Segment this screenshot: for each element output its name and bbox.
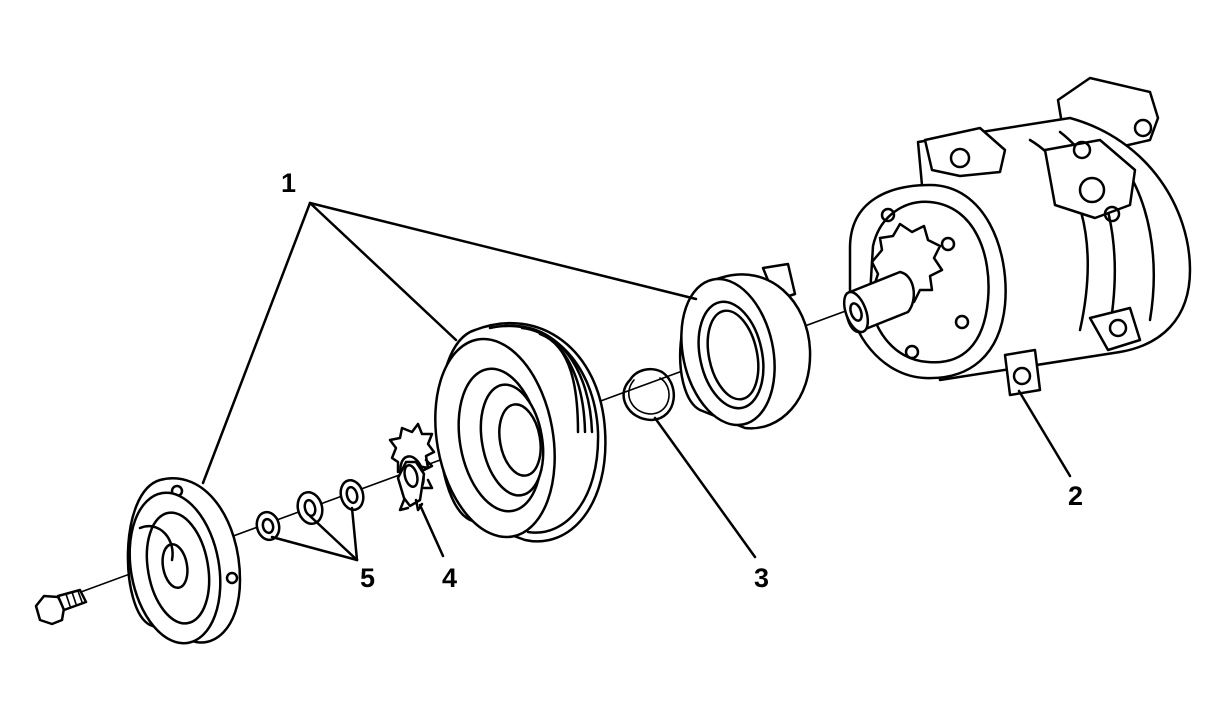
snap-ring <box>622 368 675 422</box>
compressor-body <box>842 76 1192 397</box>
hub-bolt <box>34 588 88 626</box>
pulley <box>434 321 607 543</box>
callout-2: 2 <box>1068 481 1083 511</box>
leader-lines <box>201 201 1072 562</box>
shim-washer-3 <box>339 478 365 512</box>
callout-4: 4 <box>442 563 457 593</box>
clutch-plate <box>126 477 242 645</box>
callout-3: 3 <box>754 563 769 593</box>
shim-washer-2 <box>296 490 324 526</box>
callout-1: 1 <box>281 168 296 198</box>
field-coil <box>678 262 812 430</box>
toothed-washer <box>388 422 436 512</box>
callout-5: 5 <box>360 563 375 593</box>
shim-washer-1 <box>255 510 281 542</box>
